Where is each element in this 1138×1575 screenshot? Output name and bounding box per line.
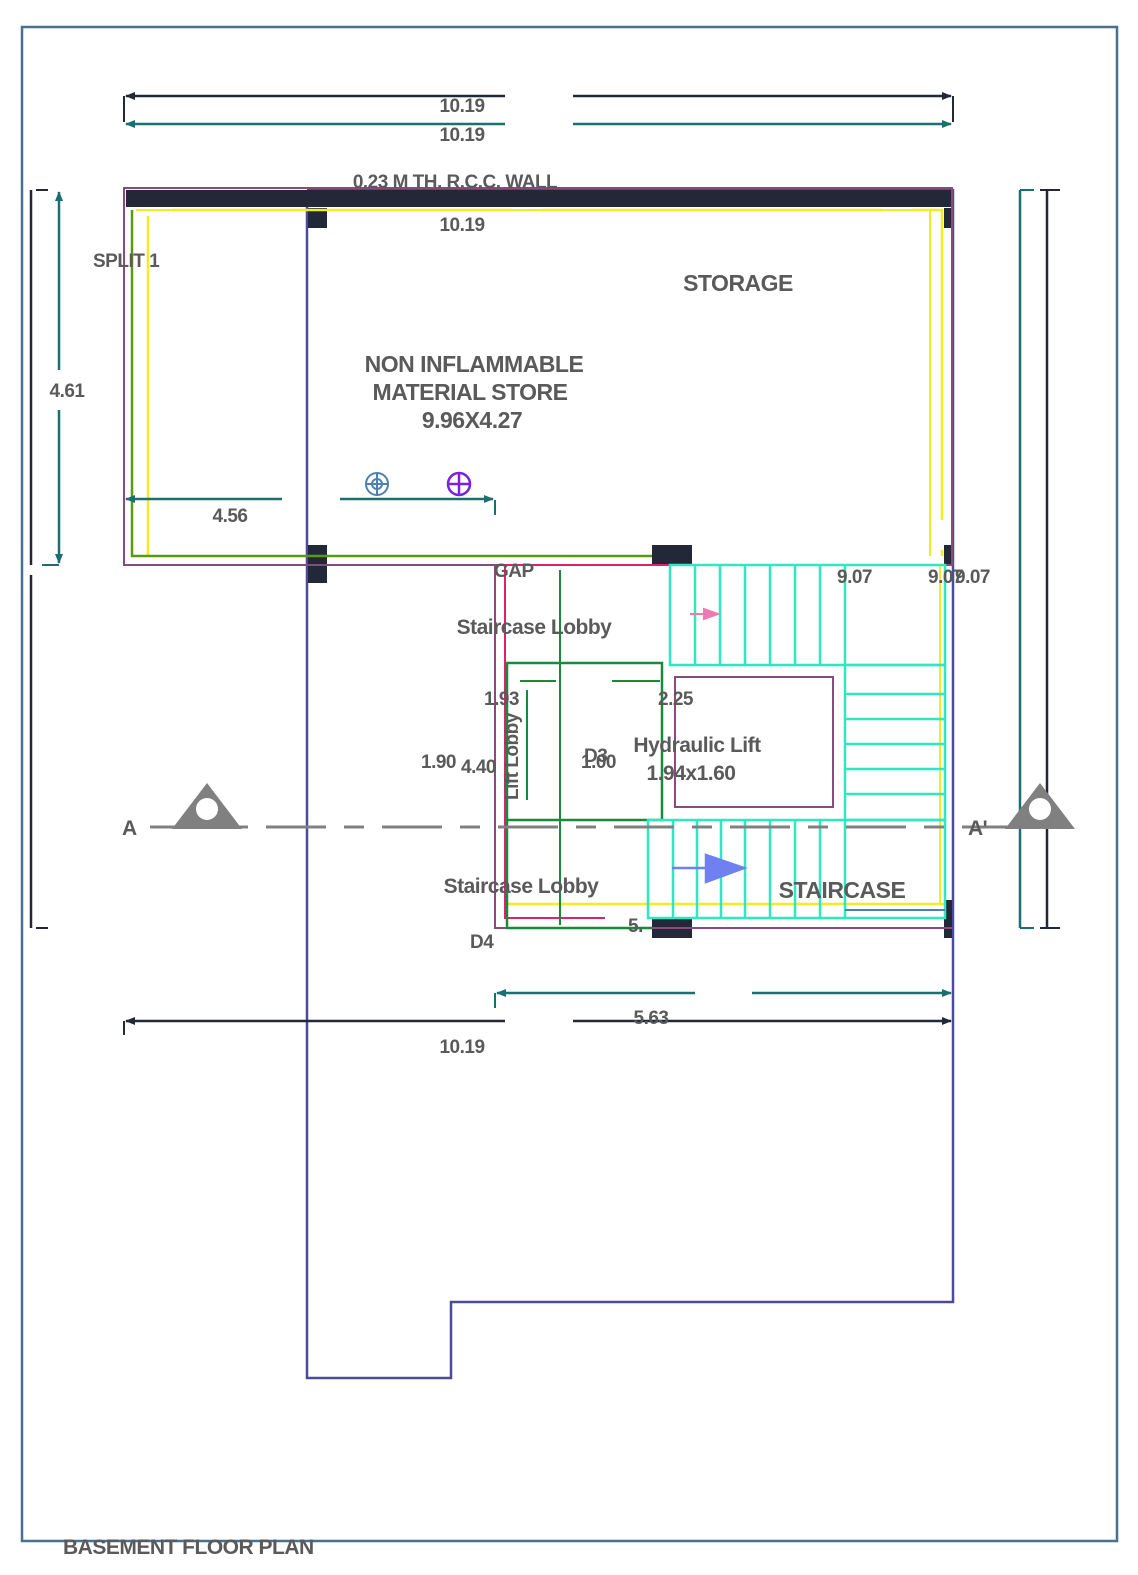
lobby-outline [494,565,952,929]
lift-lobby [505,661,664,822]
tag-five: 5. [628,916,643,937]
lift-shaft [674,676,834,808]
stair-direction-arrow [672,853,748,884]
column [944,545,952,565]
sheet-border [20,25,1119,1543]
dim-193: 1.93 [484,689,519,710]
dim-100: 1.00 [581,752,616,773]
staircase-label: STAIRCASE [779,877,906,903]
store-size: 9.96X4.27 [422,407,522,433]
small-direction-arrow [690,607,721,621]
dim-inner-top: 10.19 [439,215,484,236]
storage-label: STORAGE [683,270,793,296]
drawing-title: BASEMENT FLOOR PLAN [63,1536,314,1559]
dim-225: 2.25 [658,689,694,710]
staircase-lobby-bottom: Staircase Lobby [444,875,600,898]
rcc-wall [126,190,952,207]
section-marker-left [172,783,242,829]
crosshair-symbol-violet [446,471,472,497]
column [944,208,952,228]
dim-top-2: 10.19 [439,125,484,146]
column [944,900,952,938]
stair-dim-2: 9.07 [928,567,963,588]
dim-left-height: 4.61 [50,381,86,402]
gap-label: GAP [494,561,535,582]
stair-dim-1: 9.07 [837,567,872,588]
column [652,545,692,565]
dim-top-1: 10.19 [439,96,484,117]
d3-label: D3 [584,746,607,767]
lobby-magenta-line [504,564,670,919]
section-label-right: A' [968,817,987,840]
wall-note: 0.23 M TH. R.C.C. WALL [353,172,558,193]
dim-bottom: 10.19 [439,1037,484,1058]
staircase-lobby-top: Staircase Lobby [457,616,613,639]
dim-190: 1.90 [421,752,456,773]
dim-store-width-label: 4.56 [213,506,248,527]
hydraulic-lift-size: 1.94x1.60 [647,762,736,785]
store-green-line [130,210,652,558]
split-label: SPLIT 1 [93,251,160,272]
lift-lobby-label: Lift Lobby [502,712,523,800]
store-title-line2: MATERIAL STORE [373,379,568,405]
dim-lobby-width-label: 5.63 [634,1008,669,1029]
hydraulic-lift-label: Hydraulic Lift [633,734,761,757]
lobby-green-line [505,820,652,930]
section-marker-right [1005,783,1075,829]
dim-440: 4.40 [461,757,496,778]
d4-label: D4 [470,932,494,953]
crosshair-symbol-blue [365,472,389,496]
store-title-line1: NON INFLAMMABLE [365,351,584,377]
column [308,208,327,228]
section-label-left: A [122,817,137,840]
stair-dim-3: 9.07 [955,567,990,588]
store-inner-line-2 [136,209,931,556]
